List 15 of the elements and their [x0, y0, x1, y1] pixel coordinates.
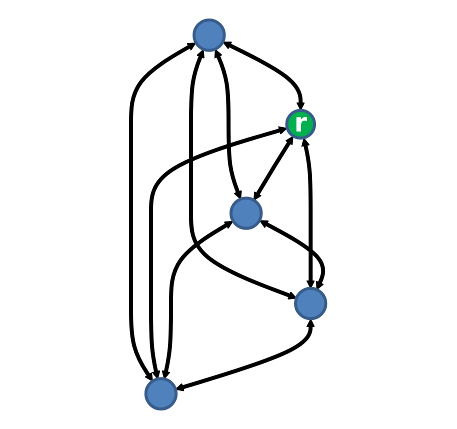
node-circle [294, 286, 328, 320]
arrow [260, 220, 326, 290]
arrow [162, 220, 234, 380]
node-circle [144, 377, 178, 410]
arrow [214, 49, 242, 200]
arrow [149, 126, 288, 380]
node-circle [192, 18, 226, 52]
arrow [254, 136, 294, 201]
arrow [189, 49, 297, 300]
node-circle [285, 108, 316, 140]
node-circle [230, 196, 263, 230]
arrow [301, 138, 316, 289]
arrow [129, 42, 196, 382]
arrow [222, 42, 306, 111]
arrow [175, 318, 316, 392]
